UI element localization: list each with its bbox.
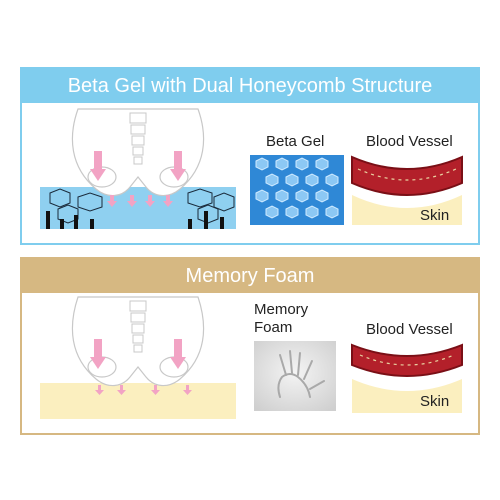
hand-imprint	[277, 350, 325, 398]
gel-layer	[40, 187, 236, 229]
skin-layer-foam	[352, 379, 462, 413]
blood-vessel-foam-illustration	[351, 343, 463, 413]
memory-foam-panel: Memory Foam Memory Foam	[20, 257, 480, 435]
foam-layer	[40, 383, 236, 419]
beta-gel-texture	[250, 155, 344, 225]
pelvis-on-gel-illustration	[40, 108, 236, 229]
pelvis-bone	[71, 108, 205, 197]
beta-gel-panel-title: Beta Gel with Dual Honeycomb Structure	[22, 69, 478, 103]
beta-gel-label: Beta Gel	[266, 133, 325, 150]
blood-vessel-label-gel: Blood Vessel	[366, 133, 453, 150]
beta-gel-panel: Beta Gel with Dual Honeycomb Structure	[20, 67, 480, 245]
blood-vessel-gel-illustration	[351, 155, 463, 225]
memory-foam-label-line2: Foam	[254, 319, 293, 336]
skin-layer-gel	[352, 195, 462, 225]
vessel-foam	[351, 343, 463, 377]
memory-foam-panel-title: Memory Foam	[22, 259, 478, 293]
memory-foam-texture	[254, 341, 336, 411]
skin-label-foam: Skin	[420, 393, 450, 410]
skin-label-gel: Skin	[420, 207, 450, 224]
pelvis-bone-foam	[71, 296, 205, 387]
pelvis-on-foam-illustration	[40, 296, 236, 419]
memory-foam-label-line1: Memory	[254, 301, 309, 318]
blood-vessel-label-foam: Blood Vessel	[366, 321, 453, 338]
pressure-arrows	[90, 151, 186, 207]
pressure-arrows-foam	[90, 339, 192, 395]
vessel-gel	[351, 155, 463, 196]
